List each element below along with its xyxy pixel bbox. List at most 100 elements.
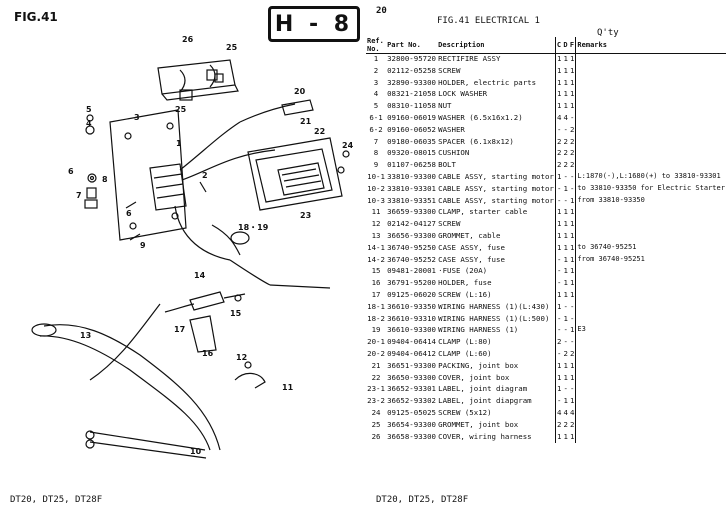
row-qty-f: -: [568, 337, 577, 349]
row-description: CASE ASSY, fuse: [437, 242, 556, 255]
row-description: CABLE ASSY, starting motor: [437, 183, 556, 196]
row-qty-d: 1: [563, 313, 568, 323]
row-remarks: [576, 408, 726, 420]
row-qty-d: 2: [563, 148, 568, 158]
row-qty-d: 1: [563, 219, 568, 229]
svg-text:16: 16: [202, 349, 214, 358]
row-qty-d: 1: [563, 396, 568, 406]
svg-text:17: 17: [174, 325, 185, 334]
row-qty-c: 1: [556, 207, 562, 217]
row-qty-d: 1: [563, 431, 568, 441]
svg-text:7: 7: [76, 191, 82, 200]
row-qty-c: -: [556, 325, 562, 335]
table-header-row: Ref. No. Part No. Description C D F Rema…: [366, 37, 726, 54]
row-qty-c: -: [556, 254, 562, 264]
row-ref: 10-2: [367, 183, 385, 193]
row-qty-c: 1: [556, 65, 562, 75]
row-qty-c: 1: [556, 101, 562, 111]
svg-text:14: 14: [194, 271, 206, 280]
svg-text:25: 25: [175, 105, 187, 114]
row-qty-f: 1: [568, 254, 577, 267]
col-remarks: Remarks: [575, 37, 726, 54]
svg-text:10: 10: [190, 447, 202, 456]
row-remarks: [576, 66, 726, 78]
row-ref: 25: [371, 419, 381, 429]
row-part-no: 09404-06412: [387, 348, 437, 358]
row-remarks: to 36740-95251: [577, 242, 637, 251]
svg-text:21: 21: [300, 117, 312, 126]
row-part-no: 09125-06020: [387, 289, 437, 299]
row-description: SCREW (5x12): [437, 407, 556, 420]
col-part-no: Part No.: [386, 37, 438, 54]
row-qty-c: 1: [556, 301, 562, 311]
row-qty-c: 2: [556, 160, 562, 170]
row-qty-d: 1: [563, 65, 568, 75]
row-qty-f: 1: [568, 230, 577, 243]
row-qty-c: 1: [556, 242, 562, 252]
row-description: LOCK WASHER: [437, 89, 556, 102]
row-remarks: [576, 302, 726, 314]
svg-text:1: 1: [176, 139, 182, 148]
row-remarks: [576, 420, 726, 432]
row-part-no: 32800-95720: [387, 54, 437, 63]
row-qty-d: 1: [563, 254, 568, 264]
col-description: Description: [437, 37, 556, 54]
row-ref: 10-1: [367, 171, 385, 181]
svg-text:3: 3: [134, 113, 140, 122]
row-qty-d: -: [563, 384, 568, 394]
row-part-no: 08321-21058: [387, 89, 437, 99]
svg-text:8: 8: [102, 175, 108, 184]
footer-models-right: DT20, DT25, DT28F: [376, 495, 469, 505]
row-part-no: 09180-06035: [387, 136, 437, 146]
row-ref: 16: [371, 278, 381, 288]
row-qty-f: -: [568, 171, 577, 184]
row-qty-c: -: [556, 195, 562, 205]
row-description: RECTIFIRE ASSY: [437, 53, 556, 66]
exploded-parts-diagram: 26 25 25 20 21 22 23 24 3 1 2 5 4 6 7 8 …: [31, 35, 354, 459]
row-part-no: 36740-95252: [387, 254, 437, 264]
row-qty-d: 1: [563, 266, 568, 276]
row-description: SCREW: [437, 219, 556, 231]
row-qty-c: 1: [556, 219, 562, 229]
row-qty-c: -: [556, 266, 562, 276]
row-description: COVER, joint box: [437, 372, 556, 385]
row-description: PACKING, joint box: [437, 360, 556, 373]
row-part-no: 02142-04127: [387, 219, 437, 229]
row-ref: 8: [373, 148, 379, 158]
row-qty-c: 1: [556, 360, 562, 370]
row-qty-c: 4: [556, 112, 562, 122]
row-remarks: [576, 54, 726, 66]
row-qty-d: 1: [563, 289, 568, 299]
row-description: WIRING HARNESS (1)(L:500): [437, 313, 556, 326]
row-part-no: 01107-06258: [387, 160, 437, 170]
row-qty-d: 1: [563, 54, 568, 63]
row-description: ·FUSE (20A): [437, 266, 556, 279]
svg-text:12: 12: [236, 353, 247, 362]
row-qty-f: 4: [568, 407, 577, 420]
row-ref: 26: [371, 431, 381, 441]
row-qty-d: 1: [563, 183, 568, 193]
row-ref: 15: [371, 266, 381, 276]
row-ref: 18-1: [367, 301, 385, 311]
row-qty-d: 2: [563, 419, 568, 429]
svg-text:25: 25: [226, 43, 238, 52]
row-part-no: 36658-93300: [387, 431, 437, 441]
row-qty-c: -: [556, 396, 562, 406]
row-ref: 23-2: [367, 396, 385, 406]
row-qty-f: 2: [568, 160, 577, 172]
svg-text:24: 24: [342, 141, 354, 150]
svg-text:5: 5: [86, 105, 92, 114]
row-qty-f: 2: [568, 419, 577, 432]
row-description: CABLE ASSY, starting motor: [437, 171, 556, 184]
table-title: FIG.41 ELECTRICAL 1: [437, 16, 540, 26]
qty-label: Q'ty: [597, 28, 619, 38]
